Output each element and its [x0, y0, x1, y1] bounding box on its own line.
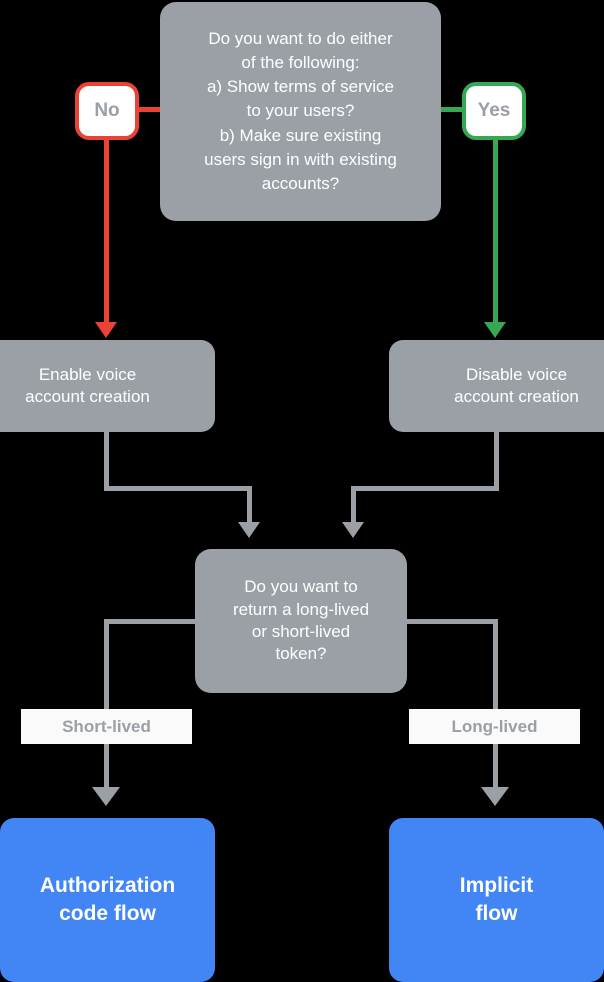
branch-label-yes-text: Yes — [477, 100, 511, 121]
edge-disable-down2 — [351, 486, 356, 528]
edge-yes-vertical — [493, 136, 498, 334]
node-implicit-text: Implicit flow — [459, 874, 534, 925]
decision-2-text: Do you want to return a long-lived or sh… — [232, 577, 370, 664]
edge-short-arrowhead — [92, 787, 120, 806]
edge-enable-right — [104, 486, 252, 491]
edge-enable-down2 — [247, 486, 252, 528]
node-auth-text: Authorization code flow — [39, 874, 176, 925]
decision-1-text: Do you want to do either of the followin… — [204, 29, 397, 193]
edge-enable-arrowhead — [238, 522, 260, 538]
edge-disable-left — [351, 486, 499, 491]
node-disable-text: Disable voice account creation — [454, 364, 579, 406]
edge-label-short-lived-text: Short-lived — [62, 716, 151, 736]
edge-yes-horizontal — [438, 107, 466, 112]
edge-long-down — [493, 619, 498, 791]
edge-long-right — [406, 619, 498, 624]
edge-no-arrowhead — [95, 322, 117, 338]
edge-label-short-lived: Short-lived — [21, 709, 192, 744]
branch-label-yes[interactable]: Yes — [462, 82, 526, 140]
edge-no-horizontal — [135, 107, 163, 112]
branch-label-no[interactable]: No — [75, 82, 139, 140]
edge-disable-arrowhead — [342, 522, 364, 538]
edge-yes-arrowhead — [484, 322, 506, 338]
edge-short-left — [104, 619, 196, 624]
edge-enable-down — [104, 432, 109, 490]
node-authorization-code-flow[interactable]: Authorization code flow — [0, 818, 215, 982]
node-disable-voice-account-creation[interactable]: Disable voice account creation — [389, 340, 604, 432]
edge-label-long-lived-text: Long-lived — [451, 716, 538, 736]
edge-disable-down — [494, 432, 499, 490]
node-implicit-flow[interactable]: Implicit flow — [389, 818, 604, 982]
node-enable-voice-account-creation[interactable]: Enable voice account creation — [0, 340, 215, 432]
branch-label-no-text: No — [94, 100, 120, 121]
edge-no-vertical — [104, 136, 109, 334]
decision-node-terms-of-service[interactable]: Do you want to do either of the followin… — [160, 2, 441, 221]
edge-label-long-lived: Long-lived — [409, 709, 580, 744]
decision-node-token-lifetime[interactable]: Do you want to return a long-lived or sh… — [195, 549, 407, 693]
edge-long-arrowhead — [481, 787, 509, 806]
edge-short-down — [104, 619, 109, 791]
node-enable-text: Enable voice account creation — [25, 364, 150, 406]
